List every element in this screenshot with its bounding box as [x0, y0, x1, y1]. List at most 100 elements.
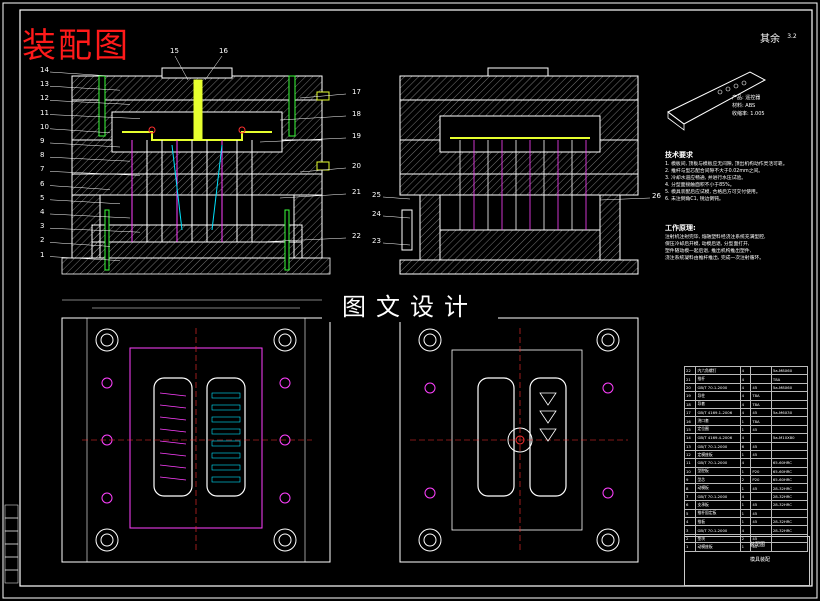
bom-cell: 1 — [739, 508, 752, 519]
guide-bush-hole — [596, 328, 620, 352]
bom-cell: 4 — [739, 491, 752, 502]
screw-hole — [424, 382, 436, 394]
roughness-value: 3.2 — [787, 32, 797, 40]
bom-cell: 13 — [683, 441, 697, 451]
leader-line — [259, 237, 347, 243]
bom-cell: 导柱 — [695, 391, 741, 401]
leader-line — [174, 55, 189, 81]
bom-cell: 1 — [683, 542, 697, 552]
bom-cell: 4 — [739, 391, 752, 401]
screw-hole — [424, 487, 436, 499]
leader-line — [49, 114, 141, 119]
product-button — [733, 83, 739, 89]
leader-line — [49, 199, 121, 205]
title-block — [684, 536, 810, 586]
margin-cell — [4, 530, 19, 545]
leader-line — [382, 196, 411, 200]
ejector-layout — [211, 440, 241, 447]
roughness-note: 其余 3.2 — [760, 30, 797, 45]
screw-hole — [602, 487, 614, 499]
bom-cell: 4 — [739, 374, 752, 384]
leader-line — [49, 213, 131, 219]
bom-cell — [770, 508, 809, 519]
bom-cell: 21 — [683, 374, 697, 384]
bom-cell: 15 — [683, 424, 697, 435]
product-info: 产品: 遥控器 材料: ABS 收缩率: 1.005 — [732, 94, 765, 118]
return-bolt — [104, 209, 110, 271]
part-number: 1 — [40, 250, 45, 259]
work-principle-line: 注射机注射完毕, 熔融塑料经浇注系统充满型腔, — [665, 235, 766, 240]
leader-line — [49, 185, 111, 190]
part-number: 16 — [219, 47, 228, 55]
bom-cell: 推杆固定板 — [695, 508, 741, 519]
bom-cell: 45 — [750, 407, 772, 418]
product-button — [741, 80, 747, 86]
bom-cell: 定模座板 — [695, 449, 741, 460]
guide-bush-hole — [418, 328, 442, 352]
bom-cell: 5a-M8X60 — [770, 382, 809, 393]
bom-cell: 定位圈 — [695, 424, 741, 435]
bom-cell: T8A — [750, 399, 772, 409]
leader-line — [382, 242, 411, 246]
bom-cell: 1 — [739, 500, 752, 510]
leader-line — [49, 256, 121, 261]
part-number: 10 — [40, 122, 49, 131]
product-button — [717, 89, 723, 95]
part-number: 19 — [352, 132, 361, 140]
tech-requirement-line: 4. 分型面接触面积不小于85%。 — [665, 183, 735, 188]
product-name: 产品: 遥控器 — [732, 95, 761, 101]
bom-cell: 45 — [750, 449, 772, 460]
side-support-plate — [399, 173, 639, 196]
ejector-retainer-plate — [91, 224, 303, 243]
bom-cell — [750, 433, 772, 443]
part-number: 15 — [170, 47, 179, 55]
fixed-insert-outline — [451, 349, 583, 531]
bom-cell: 10 — [683, 466, 697, 477]
bom-cell: 型芯 — [695, 475, 741, 485]
part-number: 14 — [40, 66, 49, 74]
cooling-line — [159, 416, 187, 421]
part-number: 2 — [40, 236, 45, 245]
tech-requirement-line: 5. 模具装配后应试模, 合格后方可交付使用。 — [665, 190, 761, 195]
bom-cell: 型腔板 — [695, 466, 741, 477]
bom-cell: 45 — [750, 424, 772, 435]
bom-cell: 动模座板 — [695, 542, 741, 552]
bom-cell — [750, 458, 772, 468]
title-block-name: 装配图 — [750, 542, 766, 548]
ejector-layout — [211, 404, 241, 411]
bom-cell: GB/T 70.1-2000 — [695, 458, 741, 468]
guide-pillar — [288, 75, 296, 137]
fixed-cavity-left — [477, 377, 515, 497]
bom-cell — [770, 416, 809, 426]
fixed-half-outline — [399, 317, 639, 563]
cavity-part-left — [153, 377, 193, 497]
title-block-sub: 模具装配 — [750, 557, 771, 563]
work-principle-line: 塑件随动模一起后退, 推出机构推出塑件, — [665, 249, 752, 254]
leader-line — [49, 171, 141, 176]
guide-bush-bore — [601, 333, 615, 347]
cooling-line — [159, 464, 187, 469]
bom-cell: 8 — [683, 483, 697, 493]
cooling-line — [159, 476, 187, 481]
bom-cell: 9 — [683, 475, 697, 485]
leader-line — [49, 128, 111, 134]
bom-cell: 5 — [683, 508, 697, 519]
tech-requirements-heading: 技术要求 — [665, 151, 693, 159]
bom-cell: 16 — [683, 416, 697, 426]
tech-requirement-line: 3. 冷却水道应畅通, 并进行水压试验。 — [665, 176, 747, 181]
bom-cell: 4 — [739, 525, 752, 535]
product-button — [725, 86, 731, 92]
bom-cell: 28-32HRC — [770, 525, 809, 535]
bom-cell: 18 — [683, 399, 697, 409]
bom-cell: 20 — [683, 382, 697, 393]
bom-cell: 导套 — [695, 399, 741, 409]
